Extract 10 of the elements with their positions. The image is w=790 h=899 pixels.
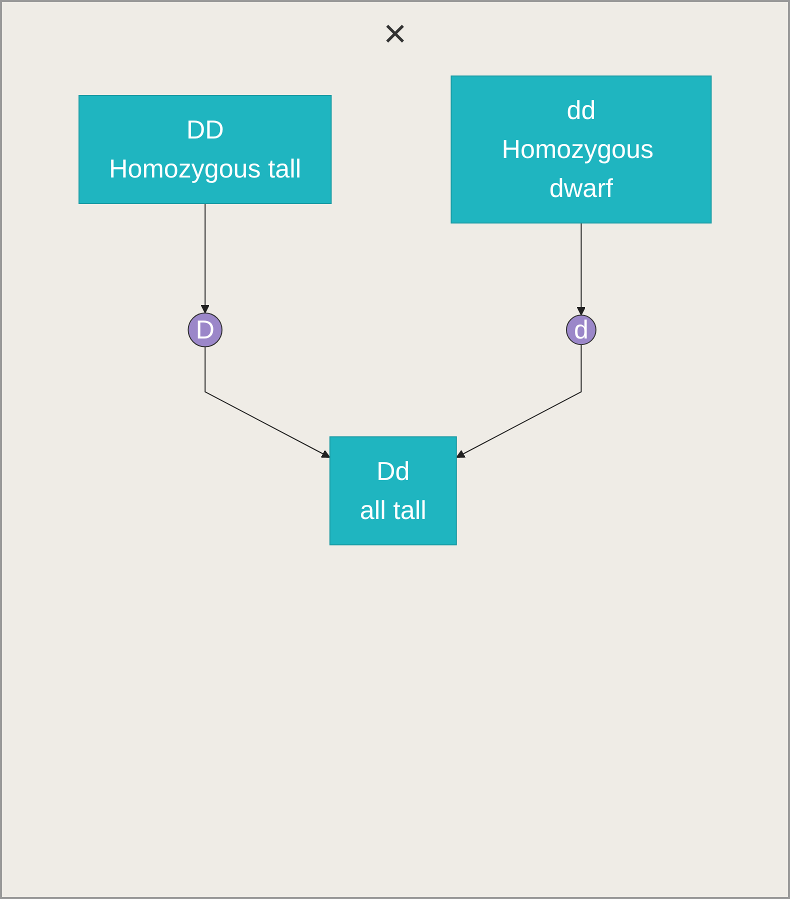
node-box: DD Homozygous tall [78, 95, 332, 204]
node-box: Dd all tall [329, 436, 457, 546]
arrow [576, 222, 586, 316]
node-circle: d [566, 314, 596, 346]
cross-sign: × [383, 12, 407, 56]
node-circle: D [188, 312, 222, 348]
node-box: dd Homozygous dwarf [450, 76, 712, 224]
arrow [204, 346, 330, 458]
arrow [456, 344, 582, 458]
arrow [200, 203, 210, 314]
